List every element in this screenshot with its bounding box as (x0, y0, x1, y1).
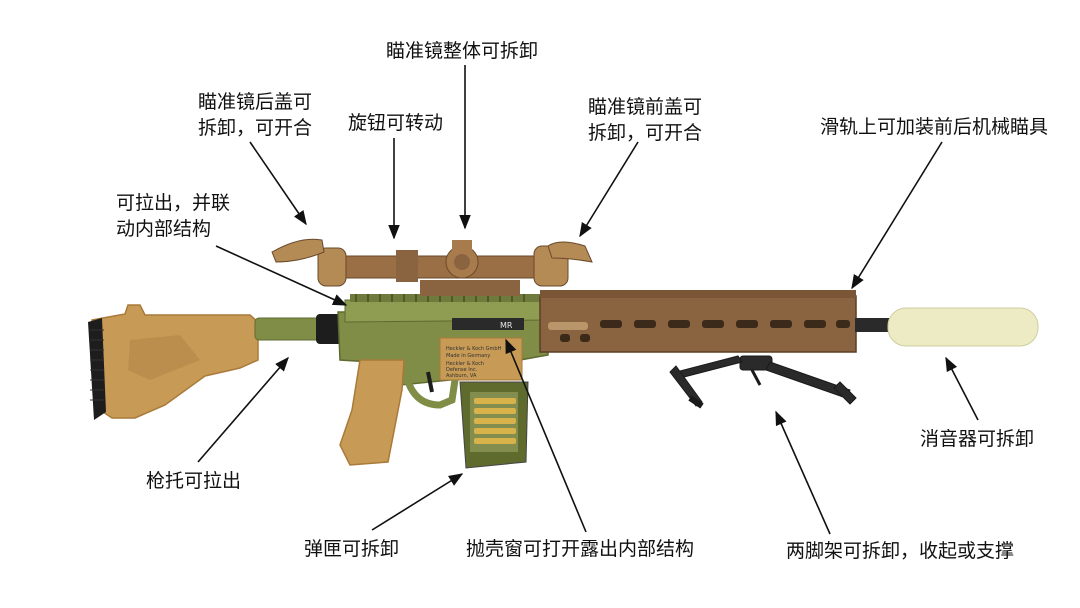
label-line: 抛壳窗可打开露出内部结构 (466, 538, 695, 560)
label-line: 动内部结构 (116, 218, 212, 240)
arrow-suppressor (945, 356, 979, 421)
label-line: 拆卸，可开合 (588, 122, 703, 144)
magazine (459, 381, 529, 469)
label-line: 旋钮可转动 (348, 112, 444, 134)
callout-arrows (197, 65, 979, 535)
label-line: 滑轨上可加装前后机械瞄具 (820, 116, 1049, 138)
label-bipod: 两脚架可拆卸，收起或支撑 (786, 538, 1014, 564)
label-line: 弹匣可拆卸 (304, 538, 400, 560)
label-rear-cap: 瞄准镜后盖可 拆卸，可开合 (198, 89, 312, 141)
stock (88, 304, 259, 420)
bipod (669, 355, 857, 409)
rifle-illustration: MR Heckler & Koch GmbH Made in Germany H… (88, 238, 1039, 469)
label-stock: 枪托可拉出 (146, 468, 241, 494)
label-line: 瞄准镜后盖可 (198, 91, 313, 113)
buffer-tube (254, 317, 326, 341)
label-knob: 旋钮可转动 (348, 110, 443, 136)
arrow-ejection-port (505, 338, 587, 533)
scope (271, 238, 593, 287)
pistol-grip (339, 359, 405, 466)
label-front-cap: 瞄准镜前盖可 拆卸，可开合 (588, 94, 702, 146)
label-suppressor: 消音器可拆卸 (920, 426, 1034, 452)
label-line: 枪托可拉出 (146, 470, 242, 492)
label-line: 消音器可拆卸 (920, 428, 1035, 450)
label-charging-handle: 可拉出，并联 动内部结构 (116, 190, 230, 242)
maker-line-3: Heckler & Koch (446, 361, 484, 367)
label-line: 拆卸，可开合 (198, 117, 313, 139)
trigger-guard (400, 361, 459, 409)
label-line: 可拉出，并联 (116, 192, 231, 214)
receiver-mark: MR (500, 321, 513, 330)
arrow-stock (197, 356, 289, 463)
maker-line-4: Defense Inc. (446, 367, 478, 373)
maker-line-2: Made in Germany (446, 353, 490, 359)
label-line: 瞄准镜整体可拆卸 (386, 40, 539, 62)
label-ejection-port: 抛壳窗可打开露出内部结构 (466, 536, 694, 562)
scope-mount (420, 280, 520, 296)
arrow-rail-sights (851, 141, 943, 290)
arrow-charging-handle (215, 245, 348, 306)
arrow-magazine (371, 473, 464, 531)
handguard (539, 290, 857, 353)
arrow-front-cap (579, 141, 639, 238)
arrow-bipod (775, 410, 831, 535)
maker-line-1: Heckler & Koch GmbH (446, 346, 502, 352)
label-rail-sights: 滑轨上可加装前后机械瞄具 (820, 114, 1048, 140)
label-line: 瞄准镜前盖可 (588, 96, 703, 118)
arrow-rear-cap (249, 141, 307, 226)
label-scope-removable: 瞄准镜整体可拆卸 (386, 38, 538, 64)
maker-line-5: Ashburn, VA (446, 373, 477, 379)
barrel (855, 318, 891, 332)
label-line: 两脚架可拆卸，收起或支撑 (786, 540, 1015, 562)
suppressor (887, 307, 1039, 347)
label-magazine: 弹匣可拆卸 (304, 536, 399, 562)
